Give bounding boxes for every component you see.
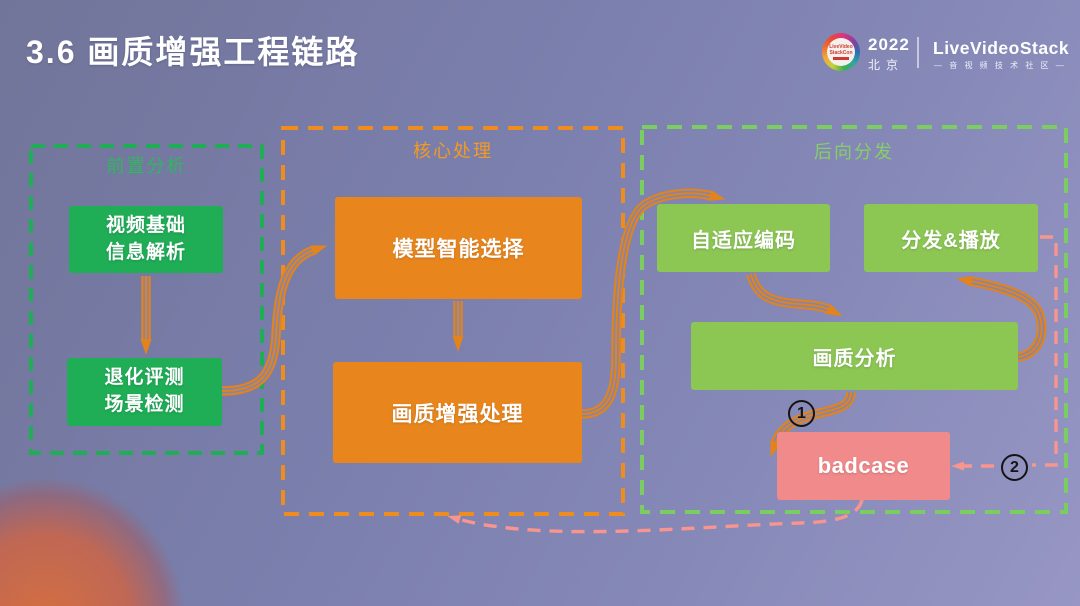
ring-logo-text-line2: StackCon	[829, 50, 853, 56]
node-degradation-detection-line2: 场景检测	[104, 394, 185, 415]
brand-tagline: — 音 视 频 技 术 社 区 —	[934, 61, 1067, 70]
node-quality-analysis: 画质分析	[691, 322, 1018, 390]
node-model-smart-selection: 模型智能选择	[335, 197, 582, 299]
header-divider	[917, 37, 919, 68]
section-label-pre-analysis: 前置分析	[106, 156, 187, 176]
conference-year: 2022	[868, 35, 910, 54]
conference-ring-logo-center: LiveVideo StackCon	[827, 38, 855, 66]
annotation-circle-2: 2	[1001, 454, 1028, 481]
ring-logo-text-line1: LiveVideo	[829, 44, 853, 50]
page-title: 3.6 画质增强工程链路	[26, 34, 360, 70]
node-video-basic-info-line2: 信息解析	[105, 241, 186, 263]
section-label-distribution: 后向分发	[814, 142, 894, 162]
node-distribution-playback: 分发&播放	[864, 204, 1038, 272]
conference-city: 北京	[868, 58, 905, 72]
ring-logo-bar	[833, 57, 849, 60]
node-video-basic-info-line1: 视频基础	[105, 214, 186, 236]
arrow-encode-to-quality	[751, 274, 830, 310]
conference-ring-logo: LiveVideo StackCon	[822, 33, 860, 71]
section-label-core-processing: 核心处理	[413, 141, 493, 161]
node-badcase: badcase	[777, 432, 950, 500]
arrow-degrade-to-model	[222, 250, 314, 391]
annotation-circle-1: 1	[788, 400, 815, 427]
brand-logo-text: LiveVideoStack	[933, 38, 1070, 58]
node-degradation-detection-line1: 退化评测	[104, 367, 185, 389]
node-quality-enhancement: 画质增强处理	[333, 362, 582, 463]
node-adaptive-encoding: 自适应编码	[657, 204, 830, 272]
node-video-basic-info: 视频基础 信息解析	[69, 206, 223, 273]
node-degradation-detection: 退化评测 场景检测	[67, 358, 222, 426]
feedback-dashed-badcase-to-core	[447, 499, 864, 534]
